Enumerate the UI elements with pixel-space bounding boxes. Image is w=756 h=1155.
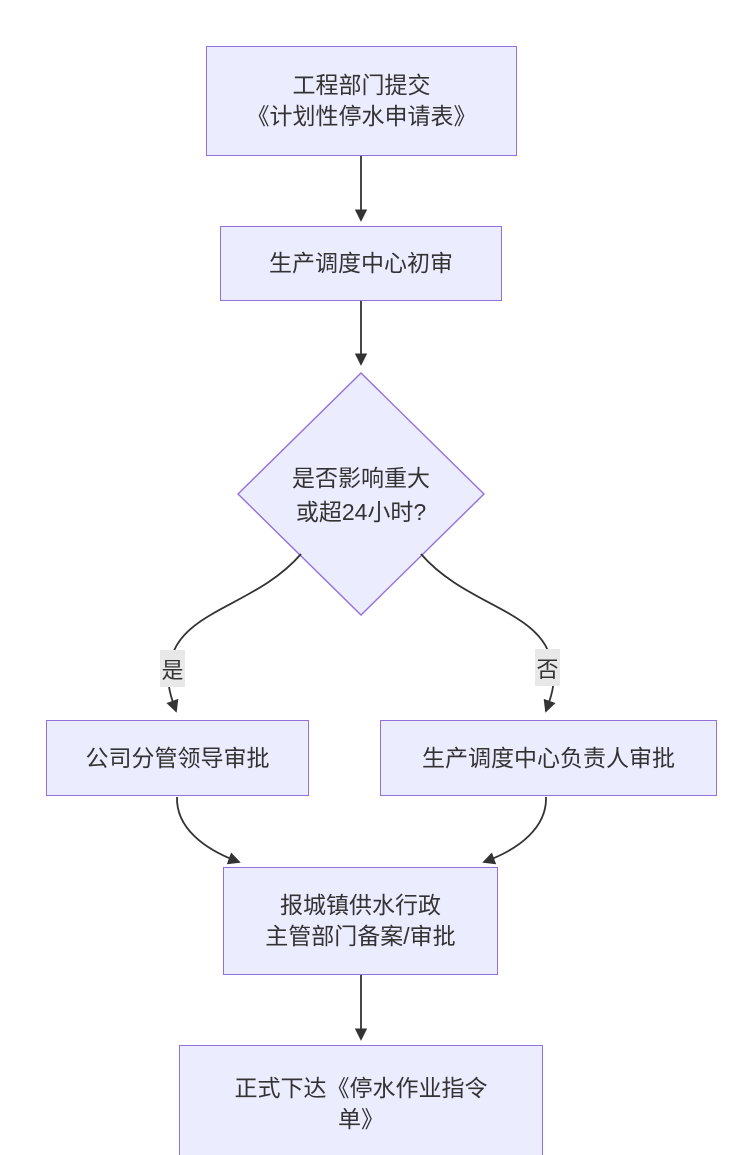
node-issue-line1: 正式下达《停水作业指令 <box>234 1075 488 1101</box>
decision-diamond-text: 是否影响重大 或超24小时? <box>251 448 471 542</box>
node-report-line1: 报城镇供水行政 <box>280 892 441 918</box>
decision-line1: 是否影响重大 <box>292 465 430 491</box>
node-dispatch-head-approval-label: 生产调度中心负责人审批 <box>422 744 675 771</box>
decision-line2: 或超24小时? <box>295 499 427 525</box>
edge-leader-to-report <box>176 796 241 865</box>
node-submit-line2: 《计划性停水申请表》 <box>246 103 477 129</box>
node-issue-line2: 单》 <box>338 1106 384 1132</box>
node-submit-line1: 工程部门提交 <box>292 72 431 98</box>
edge-label-yes: 是 <box>160 650 185 687</box>
node-initial-review-label: 生产调度中心初审 <box>269 250 453 276</box>
edge-decision-no-to-head <box>420 553 556 713</box>
edge-decision-yes-to-leader <box>166 553 302 713</box>
edge-label-no: 否 <box>535 649 560 686</box>
edge-head-to-report <box>482 796 547 865</box>
node-initial-review: 生产调度中心初审 <box>220 226 502 301</box>
node-issue-order: 正式下达《停水作业指令 单》 <box>179 1045 543 1155</box>
node-report-line2: 主管部门备案/审批 <box>265 923 456 949</box>
node-leader-approval-label: 公司分管领导审批 <box>85 744 270 771</box>
node-report-authority: 报城镇供水行政 主管部门备案/审批 <box>223 867 498 975</box>
node-dispatch-head-approval: 生产调度中心负责人审批 <box>380 720 717 796</box>
node-leader-approval: 公司分管领导审批 <box>46 720 309 796</box>
node-submit-application: 工程部门提交 《计划性停水申请表》 <box>206 46 517 156</box>
